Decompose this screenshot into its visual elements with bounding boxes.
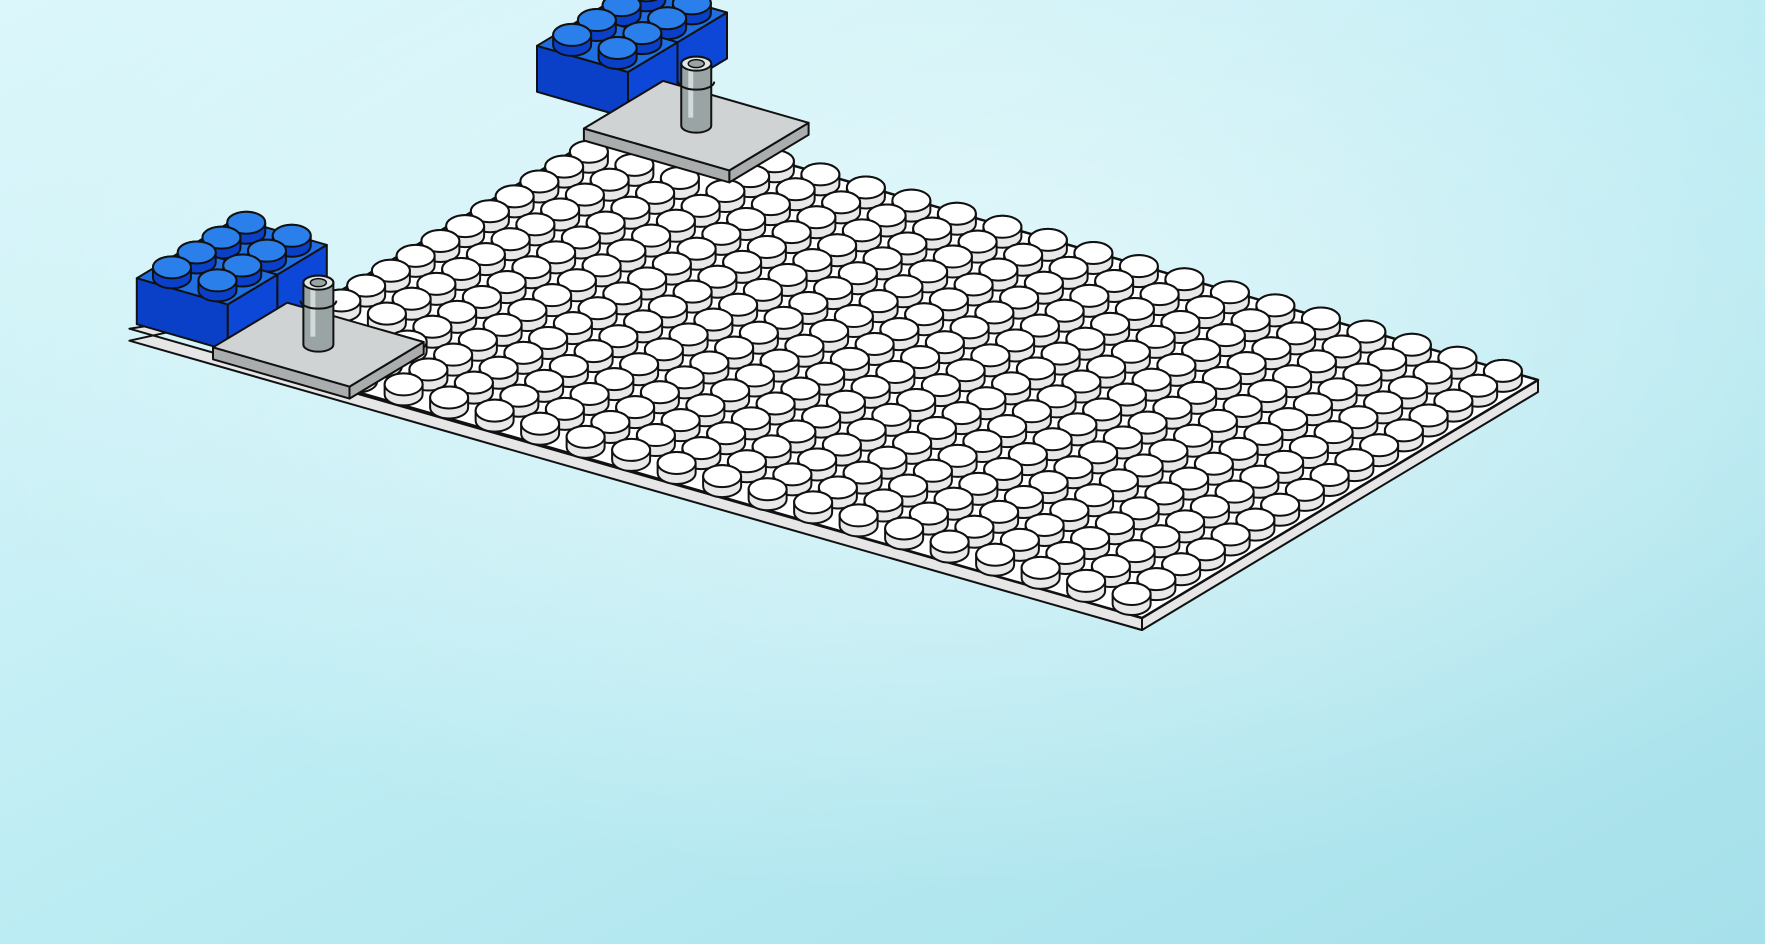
stud-top [931, 531, 969, 553]
stud-top [430, 387, 468, 409]
baseplate-stud [976, 544, 1014, 576]
stud-top [612, 439, 650, 461]
pin-icon [678, 57, 714, 133]
baseplate-stud [885, 518, 923, 550]
baseplate-stud [931, 531, 969, 563]
stud-top [794, 491, 832, 513]
stud-top [703, 465, 741, 487]
stud-top [1067, 570, 1105, 592]
baseplate-stud [430, 387, 468, 419]
baseplate-stud [658, 452, 696, 484]
stud-top [553, 24, 591, 46]
baseplate-stud [1022, 557, 1060, 589]
pin-icon [300, 276, 336, 352]
stud-top [976, 544, 1014, 566]
baseplate-stud [1113, 583, 1151, 615]
pin-highlight [310, 285, 315, 337]
baseplate-stud [840, 504, 878, 536]
stud-top [476, 400, 514, 422]
stud-top [567, 426, 605, 448]
stud-top [1022, 557, 1060, 579]
pin-hole [688, 60, 704, 68]
stud-top [599, 37, 637, 59]
stud-top [840, 504, 878, 526]
pin-hole [310, 279, 326, 287]
brick-stud [553, 24, 591, 56]
baseplate-stud [612, 439, 650, 471]
stud-top [658, 452, 696, 474]
baseplate-stud [1067, 570, 1105, 602]
stud-top [521, 413, 559, 435]
baseplate-stud [794, 491, 832, 523]
stud-top [385, 373, 423, 395]
brick-stud [198, 269, 236, 301]
baseplate-stud [703, 465, 741, 497]
baseplate-stud [521, 413, 559, 445]
stud-top [885, 518, 923, 540]
brick-stud [599, 37, 637, 69]
baseplate-stud [476, 400, 514, 432]
stud-top [749, 478, 787, 500]
baseplate-stud [749, 478, 787, 510]
baseplate-stud [567, 426, 605, 458]
stud-top [153, 256, 191, 278]
stud-top [368, 303, 406, 325]
brick-stud [153, 256, 191, 288]
stud-top [198, 269, 236, 291]
pin-highlight [688, 66, 693, 118]
baseplate-stud [385, 373, 423, 405]
stud-top [1113, 583, 1151, 605]
